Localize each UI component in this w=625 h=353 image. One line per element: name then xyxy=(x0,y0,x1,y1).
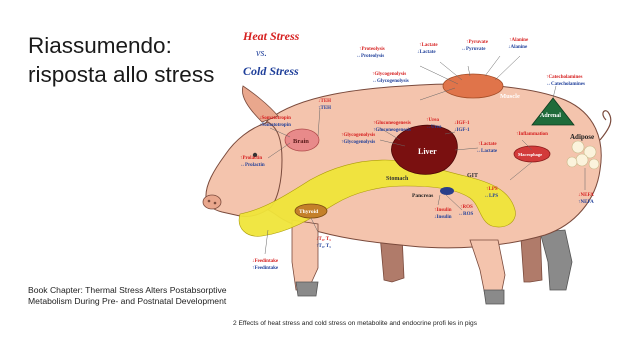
label-feedintake-heat: ↓Feedintake xyxy=(252,259,279,264)
liver-label: Liver xyxy=(418,147,437,156)
label-teh-heat: ↓TEH xyxy=(318,99,331,104)
label-t4t3-heat: ↓T₄, T₃ xyxy=(316,237,331,242)
label-prolactin-heat: ↑Prolactin xyxy=(240,156,262,161)
pig-nostril xyxy=(208,200,211,203)
muscle-label: Muscle xyxy=(500,93,520,100)
label-nefa-cold: ↑NEFA xyxy=(578,200,594,205)
pig-hind-hoof xyxy=(540,230,572,290)
label-glycogenolysis-liver-cold: ↑Glycogenolysis xyxy=(341,140,375,145)
label-urea-heat: ↑Urea xyxy=(426,118,439,123)
label-inflammation: ↑Inflammation xyxy=(516,132,548,137)
label-glycogenolysis-liver-heat: ↑Glycogenolysis xyxy=(341,133,375,138)
label-teh-cold: ↑TEH xyxy=(318,106,331,111)
label-glycogenolysis-muscle-heat: ↑Glycogenolysis xyxy=(372,72,406,77)
label-igf1-cold: ↓IGF-1 xyxy=(454,128,470,133)
label-insulin-cold: ↓Insulin xyxy=(434,215,452,220)
label-catecholamines-heat: ↑Catecholamines xyxy=(546,75,582,80)
label-ros-heat: ↑ROS xyxy=(460,205,473,210)
pig-front-leg xyxy=(292,220,318,290)
pig-rear-hoof xyxy=(484,290,504,304)
label-insulin-heat: ↑Insulin xyxy=(434,208,452,213)
label-urea-cold: ↔Urea xyxy=(426,125,442,130)
legend-cold-stress: Cold Stress xyxy=(243,64,299,78)
pancreas-label: Pancreas xyxy=(412,193,433,199)
thyroid-label: Thyroid xyxy=(299,209,318,215)
label-nefa-heat: ↓NEFA xyxy=(578,193,594,198)
legend-heat-stress: Heat Stress xyxy=(242,29,300,43)
label-igf1-heat: ↓IGF-1 xyxy=(454,121,470,126)
label-ros-cold: ↔ROS xyxy=(458,212,474,217)
label-alanine-heat: ↑Alanine xyxy=(509,38,529,43)
label-catecholamines-cold: ↔Catecholamines xyxy=(546,82,585,87)
adrenal-label: Adrenal xyxy=(540,113,561,119)
muscle-organ xyxy=(443,74,503,98)
label-feedintake-cold: ↑Feedintake xyxy=(252,266,279,271)
adipose-label: Adipose xyxy=(570,133,594,141)
pig-nostril xyxy=(214,202,217,205)
pancreas-organ xyxy=(440,187,454,195)
label-lactate-cold: ↓Lactate xyxy=(417,50,436,55)
label-pyruvate-heat: ↑Pyruvate xyxy=(466,40,489,45)
label-proteolysis-heat: ↑Proteolysis xyxy=(359,47,385,52)
label-alanine-cold: ↓Alanine xyxy=(508,45,528,50)
label-proteolysis-cold: ↔Proteolysis xyxy=(356,54,384,59)
label-gluconeogenesis-cold: ↑Gluconeogenesis xyxy=(373,128,411,133)
label-prolactin-cold: ↔Prolactin xyxy=(240,163,265,168)
label-gluconeogenesis-heat: ↑Gluconeogenesis xyxy=(373,121,411,126)
label-somatotropin-heat: ↓Somatotropin xyxy=(259,116,291,121)
label-t4t3-cold: ↑T₄, T₃ xyxy=(316,244,331,249)
label-lps-cold: ↔LPS xyxy=(484,194,498,199)
pig-snout xyxy=(203,195,221,209)
macrophage-label: Macrophage xyxy=(518,152,542,157)
label-pyruvate-cold: ↔Pyruvate xyxy=(461,47,486,52)
pig-front-hoof xyxy=(296,282,318,296)
pig-tail xyxy=(600,111,611,140)
label-glycogenolysis-muscle-cold: ↔Glycogenolysis xyxy=(372,79,409,84)
legend-vs: vs. xyxy=(256,48,267,59)
label-lactate-heat: ↑Lactate xyxy=(419,43,438,48)
label-somatotropin-cold: ↓Somatotropin xyxy=(259,123,291,128)
git-label: GIT xyxy=(467,173,478,179)
label-lps-heat: ↑LPS xyxy=(486,187,498,192)
label-lactate-git-heat: ↑Lactate xyxy=(478,142,497,147)
label-lactate-git-cold: ↔Lactate xyxy=(476,149,498,154)
stomach-label: Stomach xyxy=(386,176,409,182)
brain-label: Brain xyxy=(293,138,309,145)
